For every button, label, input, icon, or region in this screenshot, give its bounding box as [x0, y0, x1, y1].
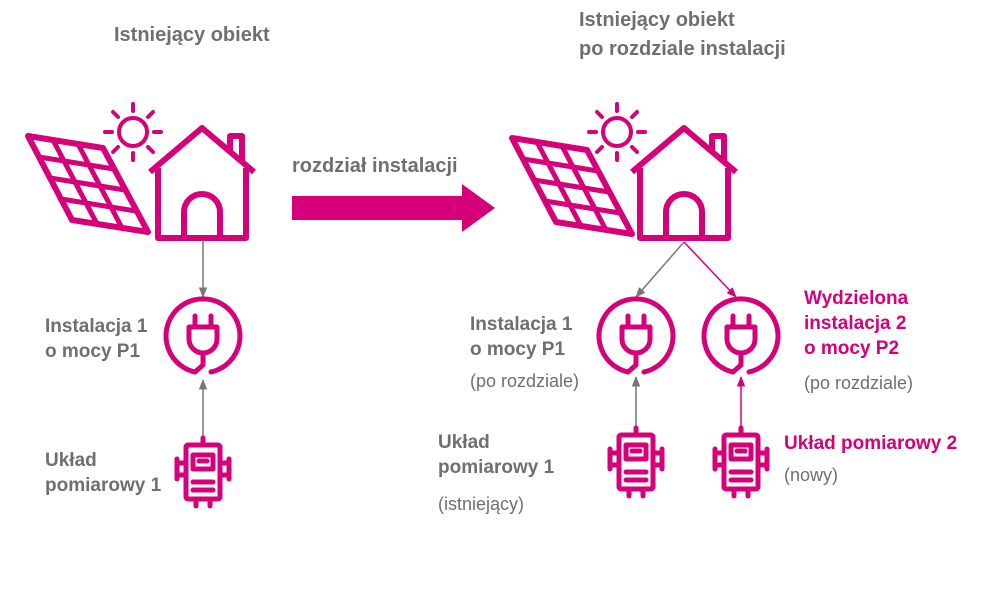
meter-name-line2: pomiarowy 1	[438, 457, 555, 478]
right-title-line2: po rozdziale instalacji	[579, 38, 786, 60]
installation-name-line1: Wydzielona	[804, 288, 909, 309]
connector-house-to-installation1	[635, 241, 685, 298]
plug-icon	[166, 299, 240, 372]
right-title-line1: Istniejący obiekt	[579, 9, 735, 31]
sun-icon	[587, 102, 647, 162]
meter-name-line1: Układ	[45, 450, 97, 471]
electric-meter-icon	[610, 428, 662, 496]
left-title: Istniejący obiekt	[114, 24, 270, 46]
plug-icon	[599, 299, 673, 372]
electric-meter-icon	[177, 438, 229, 506]
meter-name-line2: pomiarowy 1	[45, 475, 162, 496]
installation-power: o mocy P1	[45, 341, 141, 362]
right-scene	[512, 102, 778, 496]
left-meter-label: Układ pomiarowy 1	[45, 448, 161, 498]
sun-icon	[103, 102, 163, 162]
right-meter1-note: (istniejący)	[438, 494, 525, 514]
left-scene	[28, 102, 254, 506]
arrow-label: rozdział instalacji	[292, 155, 458, 177]
right-meter2-label: Układ pomiarowy 2	[784, 433, 958, 454]
right-installation1-label: Instalacja 1 o mocy P1	[470, 312, 572, 362]
plug-icon	[704, 299, 778, 372]
electric-meter-icon	[715, 428, 767, 496]
installation-name: Instalacja 1	[470, 314, 573, 335]
arrow-right-icon	[292, 184, 495, 232]
installation-power: o mocy P2	[804, 338, 900, 359]
right-installation2-label: Wydzielona instalacja 2 o mocy P2	[804, 286, 908, 361]
meter-name-line1: Układ	[438, 432, 490, 453]
house-icon	[150, 128, 254, 238]
connector-house-to-installation2	[683, 241, 737, 298]
right-meter2-note: (nowy)	[784, 465, 839, 485]
installation-name-line2: instalacja 2	[804, 313, 907, 334]
right-meter1-label: Układ pomiarowy 1	[438, 430, 554, 480]
solar-panel-icon	[28, 136, 148, 232]
right-installation2-note: (po rozdziale)	[804, 373, 914, 393]
installation-power: o mocy P1	[470, 339, 566, 360]
solar-panel-icon	[512, 138, 632, 234]
installation-name: Instalacja 1	[45, 316, 148, 337]
right-installation1-note: (po rozdziale)	[470, 371, 580, 391]
house-icon	[632, 128, 736, 238]
left-installation-label: Instalacja 1 o mocy P1	[45, 314, 147, 364]
